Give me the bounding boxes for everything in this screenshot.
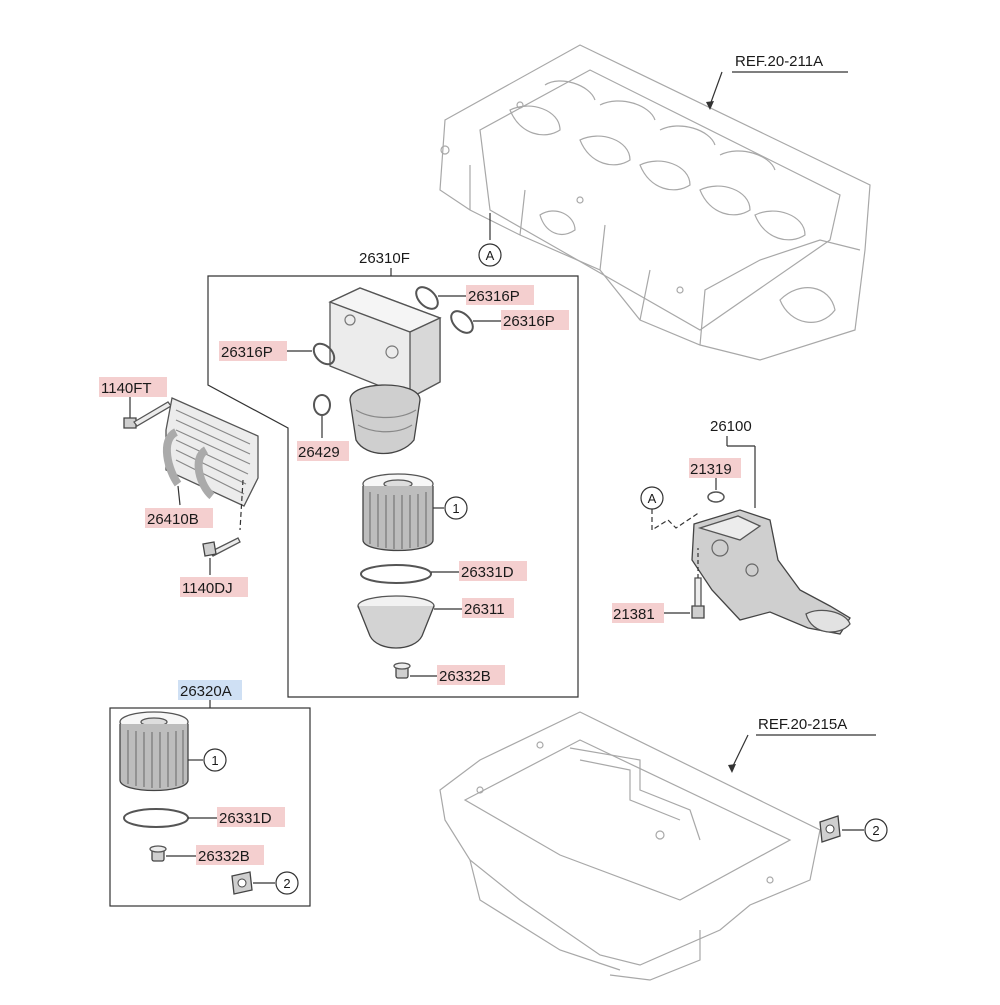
oring-small-label: 26429 (298, 444, 340, 461)
ref-block-callout[interactable]: REF.20-211A (706, 53, 848, 110)
oring-top1-label: 26316P (468, 288, 520, 305)
seal-ring-label: 26331D (461, 564, 514, 581)
seal-ring-group[interactable]: 26331D (360, 561, 527, 584)
kit-26320A-box: 26320A (109, 680, 311, 907)
assembly-26310F-label: 26310F (359, 250, 410, 267)
kit-gasket-group[interactable]: 2 (231, 871, 299, 895)
callout-2-pan-text: 2 (872, 823, 879, 838)
filter-cap-label: 26311 (464, 601, 505, 618)
kit-plug-group[interactable]: 26332B (149, 845, 264, 865)
bolt-top-label: 1140FT (101, 380, 152, 397)
assembly-26310F-box: 26310F (207, 250, 579, 698)
bolt-bottom-group[interactable]: 1140DJ (180, 479, 248, 597)
callout-a-pump-text: A (648, 491, 657, 506)
pump-assembly-label: 26100 (710, 418, 752, 435)
kit-seal-group[interactable]: 26331D (123, 807, 285, 828)
callout-a-pump[interactable]: A (640, 486, 701, 532)
oring-left-label: 26316P (221, 344, 273, 361)
callout-1-kit-text: 1 (211, 753, 218, 768)
filter-housing-module[interactable] (328, 287, 442, 454)
ref-pan-callout[interactable]: REF.20-215A (728, 716, 876, 773)
oring-left-group[interactable]: 26316P (219, 340, 338, 368)
filter-element-main[interactable]: 1 (362, 473, 468, 552)
filter-cap-group[interactable]: 26311 (357, 595, 514, 649)
oil-pan-drawing (439, 711, 821, 981)
kit-seal-label: 26331D (219, 810, 272, 827)
oring-top1-group[interactable]: 26316P (412, 283, 534, 313)
pan-plug-group[interactable]: 2 (819, 815, 888, 843)
oring-top2-group[interactable]: 26316P (447, 307, 569, 337)
pump-bolt-group[interactable]: 21381 (612, 548, 705, 623)
pump-bolt-label: 21381 (613, 606, 655, 623)
kit-plug-label: 26332B (198, 848, 250, 865)
callout-a-block[interactable]: A (478, 213, 502, 267)
drain-plug-group[interactable]: 26332B (393, 662, 505, 685)
cooler-label: 26410B (147, 511, 199, 528)
pump-oring-label: 21319 (690, 461, 732, 478)
ref-pan-label: REF.20-215A (758, 716, 847, 733)
drain-plug-label: 26332B (439, 668, 491, 685)
ref-block-label: REF.20-211A (735, 53, 823, 70)
pump-assembly-group[interactable]: 26100 21319 (689, 418, 851, 635)
kit-label: 26320A (180, 683, 232, 700)
oring-top2-label: 26316P (503, 313, 555, 330)
engine-block-drawing (439, 44, 871, 361)
kit-filter-element[interactable]: 1 (119, 711, 227, 792)
callout-1-main-text: 1 (452, 501, 459, 516)
callout-a-block-text: A (486, 248, 495, 263)
bolt-bottom-label: 1140DJ (182, 580, 233, 597)
oring-small-group[interactable]: 26429 (297, 394, 349, 461)
callout-2-kit-text: 2 (283, 876, 290, 891)
cooler-26410B-drawing[interactable]: 26410B (145, 397, 259, 528)
bolt-top-group[interactable]: 1140FT (99, 377, 172, 429)
